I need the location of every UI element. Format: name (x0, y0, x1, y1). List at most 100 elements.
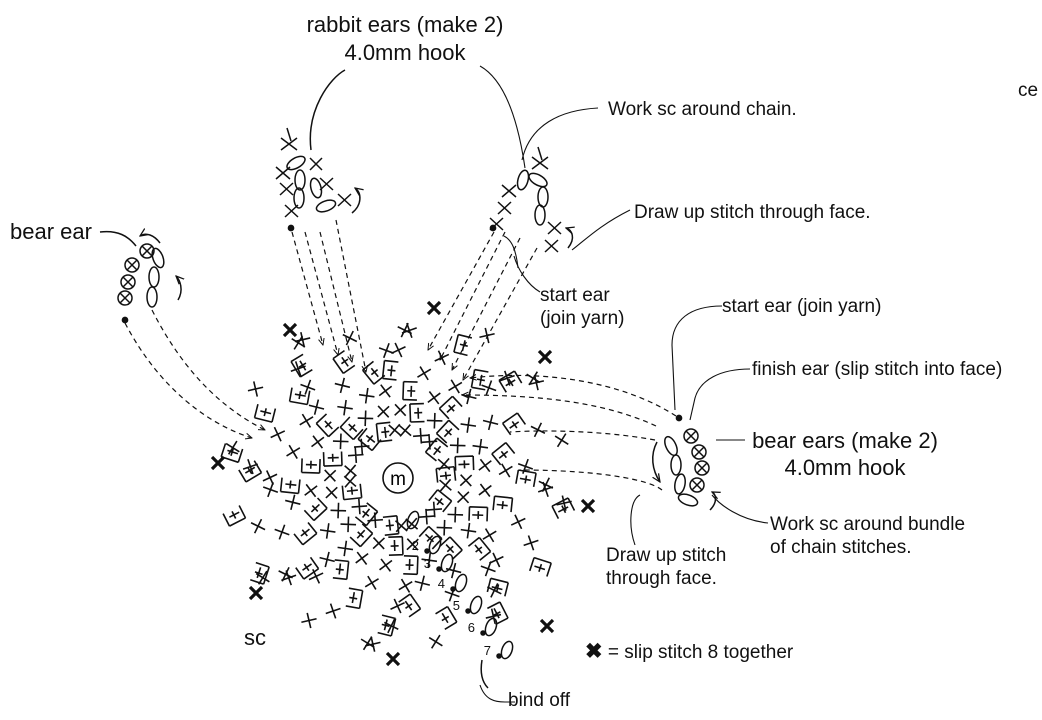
connection-lines (124, 219, 677, 491)
extended-stitch (345, 587, 364, 610)
rabbit-ears-title: rabbit ears (make 2) (306, 12, 504, 37)
single-crochet-stitch (398, 424, 412, 437)
slip-stitch-8-together-mark (580, 498, 596, 514)
single-crochet-stitch (377, 405, 390, 418)
single-crochet-stitch (364, 575, 379, 590)
single-crochet-stitch (394, 403, 407, 417)
single-crochet-stitch (449, 437, 466, 454)
round-number: 3 (424, 556, 431, 571)
extended-stitch (468, 505, 489, 522)
single-crochet-stitch (319, 523, 336, 539)
single-crochet-stitch (528, 374, 545, 391)
extended-stitch (295, 556, 320, 580)
single-crochet-stitch (358, 387, 375, 404)
slip-dot (424, 548, 430, 554)
extended-stitch (454, 455, 475, 471)
single-crochet-stitch (482, 528, 497, 543)
single-crochet-stitch (448, 379, 463, 394)
chain-oval (440, 553, 454, 573)
slip-dot (450, 586, 456, 592)
bear-ear-left (99, 232, 181, 324)
single-crochet-stitch (357, 410, 374, 427)
single-crochet-stitch (428, 634, 443, 649)
extended-stitch (381, 359, 399, 381)
extended-stitch (424, 437, 449, 462)
slip-stitch-8-together-icon: ✖ (585, 640, 603, 663)
single-crochet-stitch (426, 412, 443, 429)
single-crochet-stitch (485, 608, 502, 625)
bear-hook-size: 4.0mm hook (784, 455, 906, 480)
single-crochet-stitch (285, 494, 301, 511)
round-number: 6 (468, 620, 475, 635)
extended-stitch (303, 497, 328, 522)
extended-stitch (498, 370, 523, 393)
slip-dot (436, 566, 442, 572)
single-crochet-stitch (481, 380, 497, 396)
single-crochet-stitch (344, 464, 357, 478)
extended-stitch (439, 536, 463, 561)
bear-ear-label: bear ear (10, 219, 92, 244)
single-crochet-stitch (332, 433, 349, 450)
single-crochet-stitch (274, 524, 290, 540)
single-crochet-stitch (300, 379, 316, 395)
single-crochet-stitch (472, 438, 489, 455)
single-crochet-stitch (355, 551, 369, 565)
extended-stitch (238, 460, 263, 483)
finish-ear-note: finish ear (slip stitch into face) (752, 359, 1003, 380)
extended-stitch (398, 593, 422, 618)
extended-stitch (332, 349, 356, 375)
single-crochet-stitch (498, 463, 513, 478)
extended-stitch (467, 536, 492, 561)
extended-stitch (435, 465, 457, 483)
extended-stitch (322, 451, 343, 467)
extended-stitch (492, 495, 514, 513)
single-crochet-stitch (456, 490, 470, 504)
single-crochet-stitch (439, 478, 452, 492)
bear-ears-title: bear ears (make 2) (752, 428, 938, 453)
extended-stitch (382, 514, 400, 536)
single-crochet-stitch (337, 540, 354, 557)
slip-stitch-8-together-mark (282, 322, 298, 338)
extended-stitch (288, 387, 311, 406)
extended-stitch (402, 380, 418, 401)
single-crochet-stitch (388, 423, 402, 437)
draw-up-stitch-note-2b: through face. (606, 568, 717, 589)
chain-oval (406, 510, 420, 530)
single-crochet-stitch (319, 551, 335, 568)
single-crochet-stitch (308, 399, 325, 415)
extended-stitch (315, 413, 340, 438)
work-sc-bundle-note-line2: of chain stitches. (770, 537, 912, 558)
extended-stitch (361, 360, 386, 385)
extended-stitch (341, 483, 363, 501)
legend-text: = slip stitch 8 together (607, 642, 794, 663)
single-crochet-stitch (398, 578, 413, 593)
single-crochet-stitch (340, 516, 357, 533)
single-crochet-stitch (391, 342, 406, 358)
single-crochet-stitch (301, 612, 317, 629)
start-ear-join-yarn-note: start ear (join yarn) (722, 296, 882, 317)
single-crochet-stitch (242, 459, 259, 475)
leader-lines (479, 65, 769, 703)
extended-stitch (253, 403, 277, 423)
extended-stitch (403, 555, 419, 576)
single-crochet-stitch (294, 331, 311, 348)
extended-stitch (377, 614, 397, 637)
single-crochet-stitch (426, 501, 443, 518)
extended-stitch (349, 523, 374, 548)
single-crochet-stitch (378, 342, 394, 359)
single-crochet-stitch (311, 435, 325, 449)
single-crochet-stitch (414, 575, 431, 591)
start-ear-note-line1: start ear (540, 285, 610, 306)
slip-stitch-8-together-mark (385, 651, 401, 667)
single-crochet-stitch (478, 458, 492, 473)
single-crochet-stitch (330, 502, 347, 519)
extended-stitch (220, 443, 244, 464)
extended-stitch (279, 477, 301, 495)
extended-stitch (222, 505, 247, 527)
chain-oval (469, 595, 483, 615)
single-crochet-stitch (488, 552, 504, 568)
single-crochet-stitch (262, 470, 278, 485)
